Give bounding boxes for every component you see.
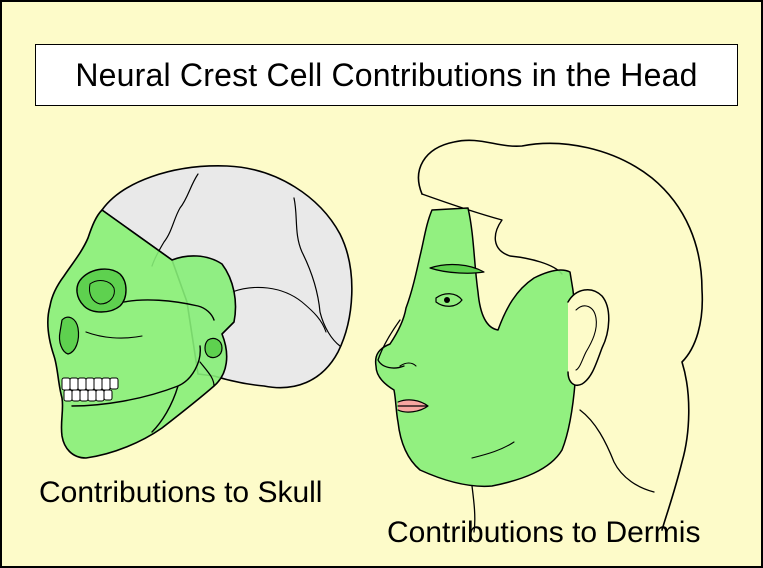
skull-teeth — [62, 378, 118, 401]
head-eye-pupil — [444, 297, 450, 303]
skull-nasal-cavity — [59, 317, 78, 354]
caption-dermis: Contributions to Dermis — [387, 516, 700, 550]
head-neck-back — [580, 410, 654, 492]
caption-skull: Contributions to Skull — [39, 476, 322, 510]
head-neural-crest-region — [376, 208, 577, 486]
head-illustration — [376, 140, 703, 532]
head-ear — [568, 290, 609, 386]
skull-orbit — [77, 269, 126, 312]
skull-ear-opening — [205, 338, 222, 357]
skull-illustration — [48, 166, 352, 458]
